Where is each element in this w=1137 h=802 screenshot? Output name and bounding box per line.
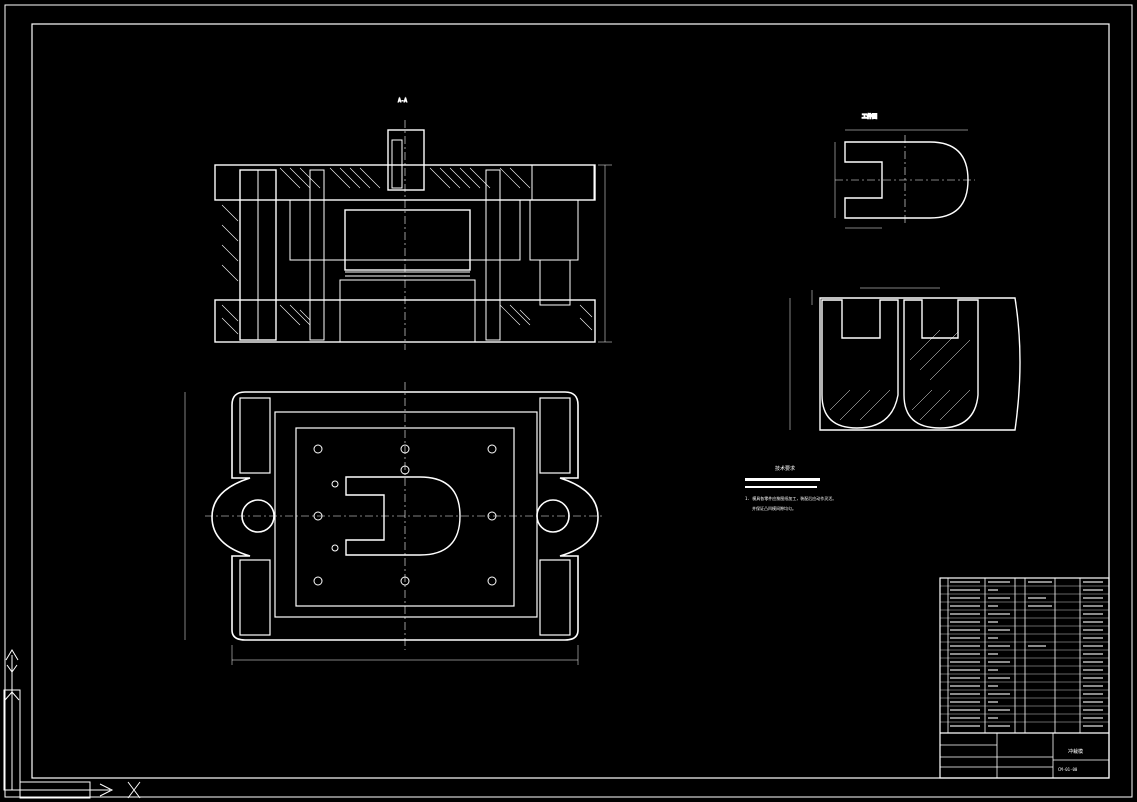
title-block-drawing-no: CM-01-00 — [1058, 767, 1078, 772]
notes-line-2: 并保证凸凹模间隙均匀。 — [752, 505, 796, 511]
part-detail-section-view — [789, 287, 1021, 431]
parts-list-table — [939, 577, 1110, 779]
tech-notes: 技术要求 1. 模具各零件应按图纸加工，装配后应动作灵活。 并保证凸凹模间隙均匀… — [745, 465, 836, 511]
sheet-outer-border — [4, 4, 1133, 798]
plan-view — [184, 382, 605, 665]
notes-line-1: 1. 模具各零件应按图纸加工，装配后应动作灵活。 — [745, 495, 836, 501]
notes-heading: 技术要求 — [775, 465, 795, 472]
ucs-axis-icon — [3, 649, 141, 799]
sheet-inner-border — [31, 23, 1110, 779]
front-section-view: A-A — [214, 98, 612, 350]
parts-list-rows — [950, 581, 1103, 727]
section-label: A-A — [398, 98, 407, 104]
part-detail-top-view: 工件图 — [834, 112, 975, 229]
part-detail-title: 工件图 — [862, 113, 877, 120]
title-block-name: 冲裁模 — [1068, 748, 1083, 755]
